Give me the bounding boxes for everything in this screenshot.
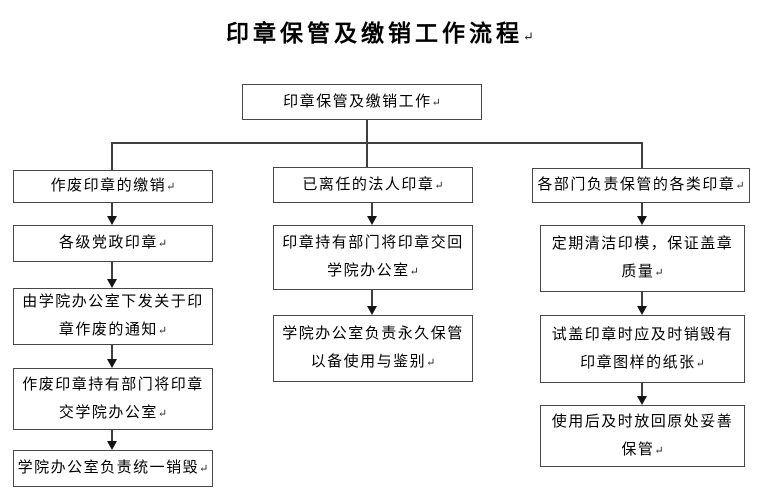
return-mark: ↵ <box>431 96 441 109</box>
connector-left-3 <box>111 345 113 359</box>
connector-right-3 <box>641 383 643 396</box>
node-return-seal-to-office: 印章持有部门将印章交回 学院办公室↵ <box>273 225 473 290</box>
arrowhead-down-icon <box>637 216 647 225</box>
node-return-seal-after-use: 使用后及时放回原处妥善 保管↵ <box>540 405 745 467</box>
arrowhead-down-icon <box>367 306 377 315</box>
return-mark: ↵ <box>166 181 176 193</box>
node-office-unified-destruction: 学院办公室负责统一销毁↵ <box>13 450 213 487</box>
node-text: 质量↵ <box>621 264 664 280</box>
connector-left-drop <box>111 142 113 170</box>
node-text: 印章持有部门将印章交回 <box>282 235 464 251</box>
node-text: 章作废的通知↵ <box>58 322 168 338</box>
node-text: 学院办公室负责统一销毁↵ <box>17 460 209 476</box>
return-mark: ↵ <box>409 266 419 278</box>
connector-right-2 <box>641 292 643 306</box>
node-text: 学院办公室↵ <box>327 263 419 279</box>
node-clean-seal-die-regularly: 定期清洁印模，保证盖章 质量↵ <box>540 225 745 292</box>
node-office-issues-cancellation-notice: 由学院办公室下发关于印 章作废的通知↵ <box>13 288 213 345</box>
node-office-permanent-custody: 学院办公室负责永久保管 以备使用与鉴别↵ <box>273 315 473 382</box>
return-mark: ↵ <box>157 407 168 420</box>
return-mark: ↵ <box>157 238 168 250</box>
node-text: 印章图样的纸张↵ <box>580 354 705 371</box>
connector-left-1 <box>111 203 113 216</box>
node-seal-custody-cancellation: 印章保管及缴销工作↵ <box>242 84 482 120</box>
page-title-text: 印章保管及缴销工作流程 <box>226 21 524 46</box>
arrowhead-down-icon <box>107 216 117 225</box>
node-text: 各部门负责保管的各类印章↵ <box>537 177 745 193</box>
node-department-kept-seals: 各部门负责保管的各类印章↵ <box>532 168 750 203</box>
return-mark: ↵ <box>523 29 534 44</box>
arrowhead-down-icon <box>637 306 647 315</box>
return-mark: ↵ <box>157 325 168 337</box>
node-text: 作废印章持有部门将印章 <box>22 376 204 393</box>
arrowhead-down-icon <box>367 216 377 225</box>
node-departed-legal-person-seal: 已离任的法人印章↵ <box>273 167 473 203</box>
node-holders-submit-obsolete-seals: 作废印章持有部门将印章 交学院办公室↵ <box>13 368 213 430</box>
return-mark: ↵ <box>654 444 664 457</box>
arrowhead-down-icon <box>107 279 117 288</box>
node-destroy-test-impressions: 试盖印章时应及时销毁有 印章图样的纸张↵ <box>540 315 745 383</box>
return-mark: ↵ <box>426 357 436 369</box>
node-party-government-seals: 各级党政印章↵ <box>13 225 213 262</box>
return-mark: ↵ <box>199 463 209 475</box>
connector-right-1 <box>641 203 643 216</box>
return-mark: ↵ <box>654 267 664 279</box>
arrowhead-down-icon <box>107 359 117 368</box>
connector-branch-horizontal <box>111 142 643 144</box>
arrowhead-down-icon <box>107 441 117 450</box>
connector-middle-1 <box>371 203 373 216</box>
node-text: 已离任的法人印章↵ <box>302 176 444 193</box>
connector-right-drop <box>641 142 643 168</box>
node-text: 各级党政印章↵ <box>58 235 168 251</box>
node-text: 印章保管及缴销工作↵ <box>283 93 441 110</box>
return-mark: ↵ <box>695 357 705 370</box>
connector-left-4 <box>111 430 113 441</box>
node-text: 使用后及时放回原处妥善 <box>551 413 734 430</box>
node-text: 由学院办公室下发关于印 <box>22 294 204 310</box>
node-text: 交学院办公室↵ <box>58 404 168 421</box>
node-text: 学院办公室负责永久保管 <box>282 326 464 342</box>
connector-middle-2 <box>371 290 373 306</box>
node-cancel-obsolete-seals: 作废印章的缴销↵ <box>13 170 213 203</box>
arrowhead-down-icon <box>637 396 647 405</box>
node-text: 定期清洁印模，保证盖章 <box>551 236 734 252</box>
return-mark: ↵ <box>434 179 444 192</box>
return-mark: ↵ <box>735 180 745 192</box>
connector-left-2 <box>111 262 113 279</box>
node-text: 试盖印章时应及时销毁有 <box>551 326 734 343</box>
page-title: 印章保管及缴销工作流程↵ <box>0 14 760 48</box>
node-text: 作废印章的缴销↵ <box>50 178 176 194</box>
node-text: 保管↵ <box>621 441 664 458</box>
node-text: 以备使用与鉴别↵ <box>310 354 436 370</box>
